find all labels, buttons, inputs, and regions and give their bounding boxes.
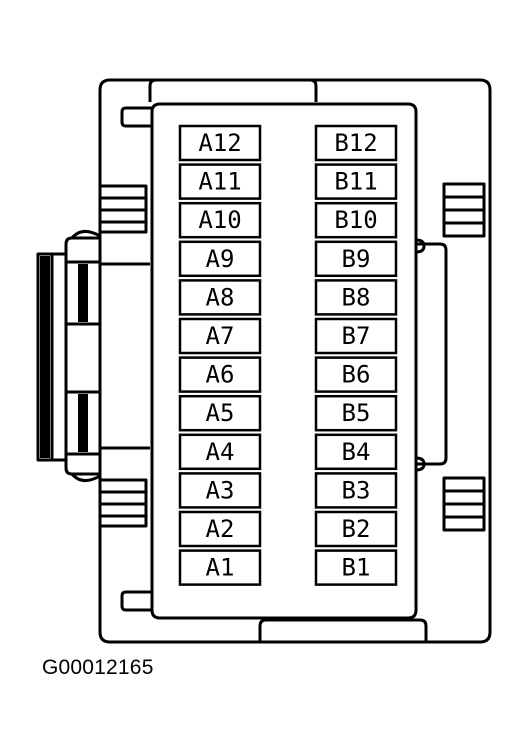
pin-cell-a8 — [178, 279, 262, 316]
pin-label-b7: B7 — [342, 322, 371, 350]
pin-cell-b4 — [314, 433, 398, 471]
pin-label-a7: A7 — [206, 322, 235, 350]
pin-label-a1: A1 — [206, 554, 235, 582]
pin-label-b11: B11 — [334, 168, 377, 196]
pin-cell-b8 — [314, 279, 398, 316]
pin-label-b3: B3 — [342, 476, 371, 504]
pin-cell-b5 — [314, 394, 398, 432]
pin-cell-b11 — [314, 163, 398, 200]
pin-cell-a9 — [178, 240, 262, 278]
pin-cell-a12 — [178, 124, 262, 162]
pin-cell-b6 — [314, 356, 398, 393]
connector-outer-housing — [98, 78, 492, 644]
pin-cell-b12 — [314, 124, 398, 162]
right-rail-upper-notch — [415, 238, 426, 254]
figure-id-label: G00012165 — [42, 656, 154, 679]
pin-label-a3: A3 — [206, 476, 235, 504]
pin-cell-b1 — [314, 549, 398, 586]
pin-label-a9: A9 — [206, 245, 235, 273]
pin-label-b8: B8 — [342, 283, 371, 311]
connector-inner-cavity — [150, 102, 418, 620]
right-inner-rail — [416, 242, 448, 466]
pin-label-a2: A2 — [206, 515, 235, 543]
pin-cell-b2 — [314, 510, 398, 548]
pin-label-b2: B2 — [342, 515, 371, 543]
pin-label-b9: B9 — [342, 245, 371, 273]
pin-label-b4: B4 — [342, 438, 371, 466]
pin-cell-b10 — [314, 201, 398, 239]
pin-cell-a2 — [178, 510, 262, 548]
right-upper-ribs — [442, 182, 486, 238]
pin-cell-b3 — [314, 472, 398, 509]
pin-label-b10: B10 — [334, 206, 377, 234]
pin-label-a6: A6 — [206, 361, 235, 389]
housing-top-tab — [148, 78, 318, 102]
housing-bottom-tab — [258, 618, 428, 642]
pin-label-a5: A5 — [206, 399, 235, 427]
pin-label-a8: A8 — [206, 283, 235, 311]
pin-cell-b7 — [314, 317, 398, 355]
pin-label-b6: B6 — [342, 361, 371, 389]
pin-label-a11: A11 — [198, 168, 241, 196]
pin-label-a12: A12 — [198, 129, 241, 157]
left-upper-ribs — [98, 184, 148, 234]
pin-label-b1: B1 — [342, 554, 371, 582]
lever-shading — [40, 256, 88, 458]
pin-cell-a7 — [178, 317, 262, 355]
pin-cell-a4 — [178, 433, 262, 471]
pin-label-a4: A4 — [206, 438, 235, 466]
cavity-bottom-left-notch — [120, 590, 152, 612]
pin-cell-a6 — [178, 356, 262, 393]
pin-cell-a5 — [178, 394, 262, 432]
left-locking-lever — [36, 230, 150, 482]
pin-label-b5: B5 — [342, 399, 371, 427]
pin-label-b12: B12 — [334, 129, 377, 157]
right-lower-ribs — [442, 476, 486, 532]
pin-cell-a1 — [178, 549, 262, 586]
left-lower-ribs — [98, 478, 148, 528]
right-rail-lower-notch — [415, 456, 426, 472]
cavity-top-left-notch — [120, 106, 152, 128]
pin-cell-a11 — [178, 163, 262, 200]
pin-cell-a3 — [178, 472, 262, 509]
pin-cell-b9 — [314, 240, 398, 278]
pin-label-a10: A10 — [198, 206, 241, 234]
pin-cell-a10 — [178, 201, 262, 239]
